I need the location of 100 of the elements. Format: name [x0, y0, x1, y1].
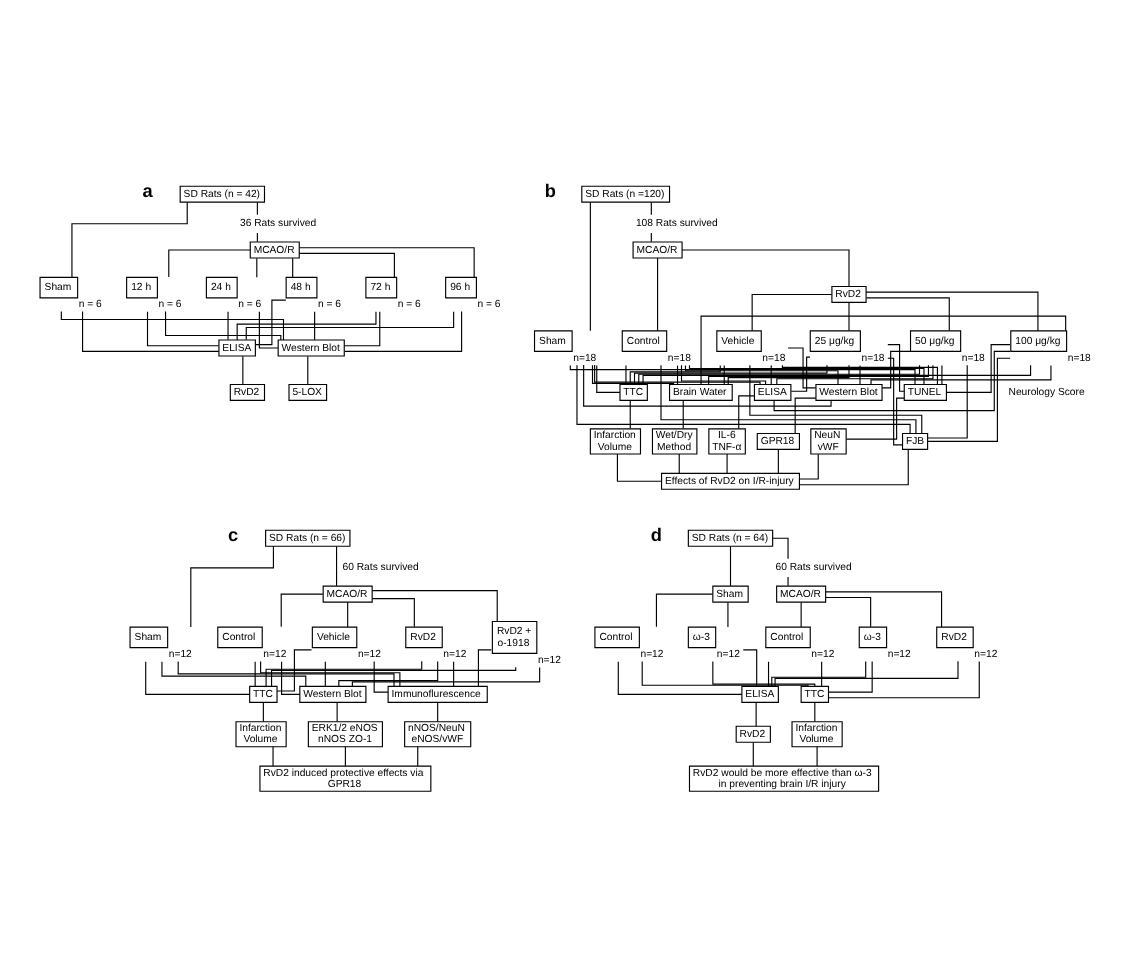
connector [723, 364, 725, 384]
connector [145, 660, 250, 694]
connector [344, 309, 463, 351]
connector [814, 700, 816, 722]
connector [751, 292, 833, 331]
connector [236, 310, 377, 340]
connector [787, 346, 817, 388]
connector [276, 648, 313, 691]
connector [700, 314, 1067, 384]
label: d [650, 524, 662, 545]
connector [255, 298, 287, 345]
connector [777, 447, 779, 473]
connector [799, 452, 819, 479]
connector [417, 745, 419, 766]
connector [344, 745, 346, 766]
label: b [544, 180, 556, 201]
connector [865, 296, 950, 331]
connector [227, 310, 229, 340]
connector [774, 659, 959, 686]
connector [870, 363, 1052, 384]
connector [633, 363, 828, 384]
label: c [228, 524, 239, 545]
connector [848, 301, 850, 331]
connector [881, 349, 911, 388]
connector [260, 659, 401, 686]
connector [629, 363, 721, 384]
connector [373, 659, 389, 692]
connector [794, 396, 817, 433]
connector [828, 659, 873, 692]
connector [453, 660, 455, 686]
connector [351, 665, 541, 686]
connector [254, 660, 256, 686]
connector [307, 354, 309, 384]
connector [591, 363, 675, 384]
connector [292, 256, 294, 277]
connector [437, 700, 439, 722]
connector [371, 589, 498, 621]
label: a [142, 180, 153, 201]
connector [477, 648, 492, 686]
connector [280, 592, 324, 627]
connector [589, 200, 591, 331]
connector [752, 740, 754, 766]
connector [82, 309, 220, 351]
connector [684, 363, 839, 384]
connector [324, 660, 326, 686]
connector [262, 700, 264, 722]
connector [616, 452, 663, 481]
connector [726, 452, 728, 473]
connector [678, 452, 680, 473]
connector [371, 597, 415, 627]
connector [596, 364, 621, 392]
connector [576, 363, 911, 433]
connector [641, 659, 809, 686]
connector [767, 660, 770, 686]
connector [887, 343, 905, 391]
connector [343, 310, 381, 346]
connector [190, 544, 274, 627]
connector [845, 396, 905, 439]
connector [821, 660, 823, 686]
connector [887, 356, 903, 445]
connector [281, 660, 301, 694]
connector [617, 660, 743, 694]
connector [738, 394, 755, 429]
connector [859, 364, 861, 384]
connector [642, 363, 1032, 384]
connector [816, 745, 818, 766]
connector [742, 648, 758, 686]
connector [258, 310, 279, 348]
connector [245, 310, 455, 340]
connector [298, 251, 395, 277]
connector [594, 363, 761, 384]
connector [682, 398, 684, 429]
connector [749, 363, 923, 433]
connector [927, 363, 968, 438]
connector [770, 364, 772, 384]
connector [638, 363, 921, 384]
connector [945, 343, 1011, 392]
connector [60, 310, 285, 340]
connector [271, 665, 517, 686]
connector [161, 660, 307, 686]
connector [676, 364, 679, 384]
connector [336, 544, 338, 586]
connector [168, 248, 251, 277]
connector [165, 310, 282, 340]
connector [625, 364, 627, 384]
connector [941, 364, 943, 384]
connector [655, 592, 714, 627]
connector [177, 659, 395, 686]
connector [660, 363, 917, 433]
connector [146, 310, 220, 346]
connector [927, 356, 1011, 441]
connector [727, 363, 850, 384]
connector [272, 745, 274, 766]
connector [680, 363, 767, 384]
connector [712, 659, 816, 686]
connector [314, 310, 316, 340]
connector [773, 349, 1011, 411]
connector [865, 290, 1039, 331]
connector [825, 590, 943, 627]
connector [71, 200, 188, 277]
